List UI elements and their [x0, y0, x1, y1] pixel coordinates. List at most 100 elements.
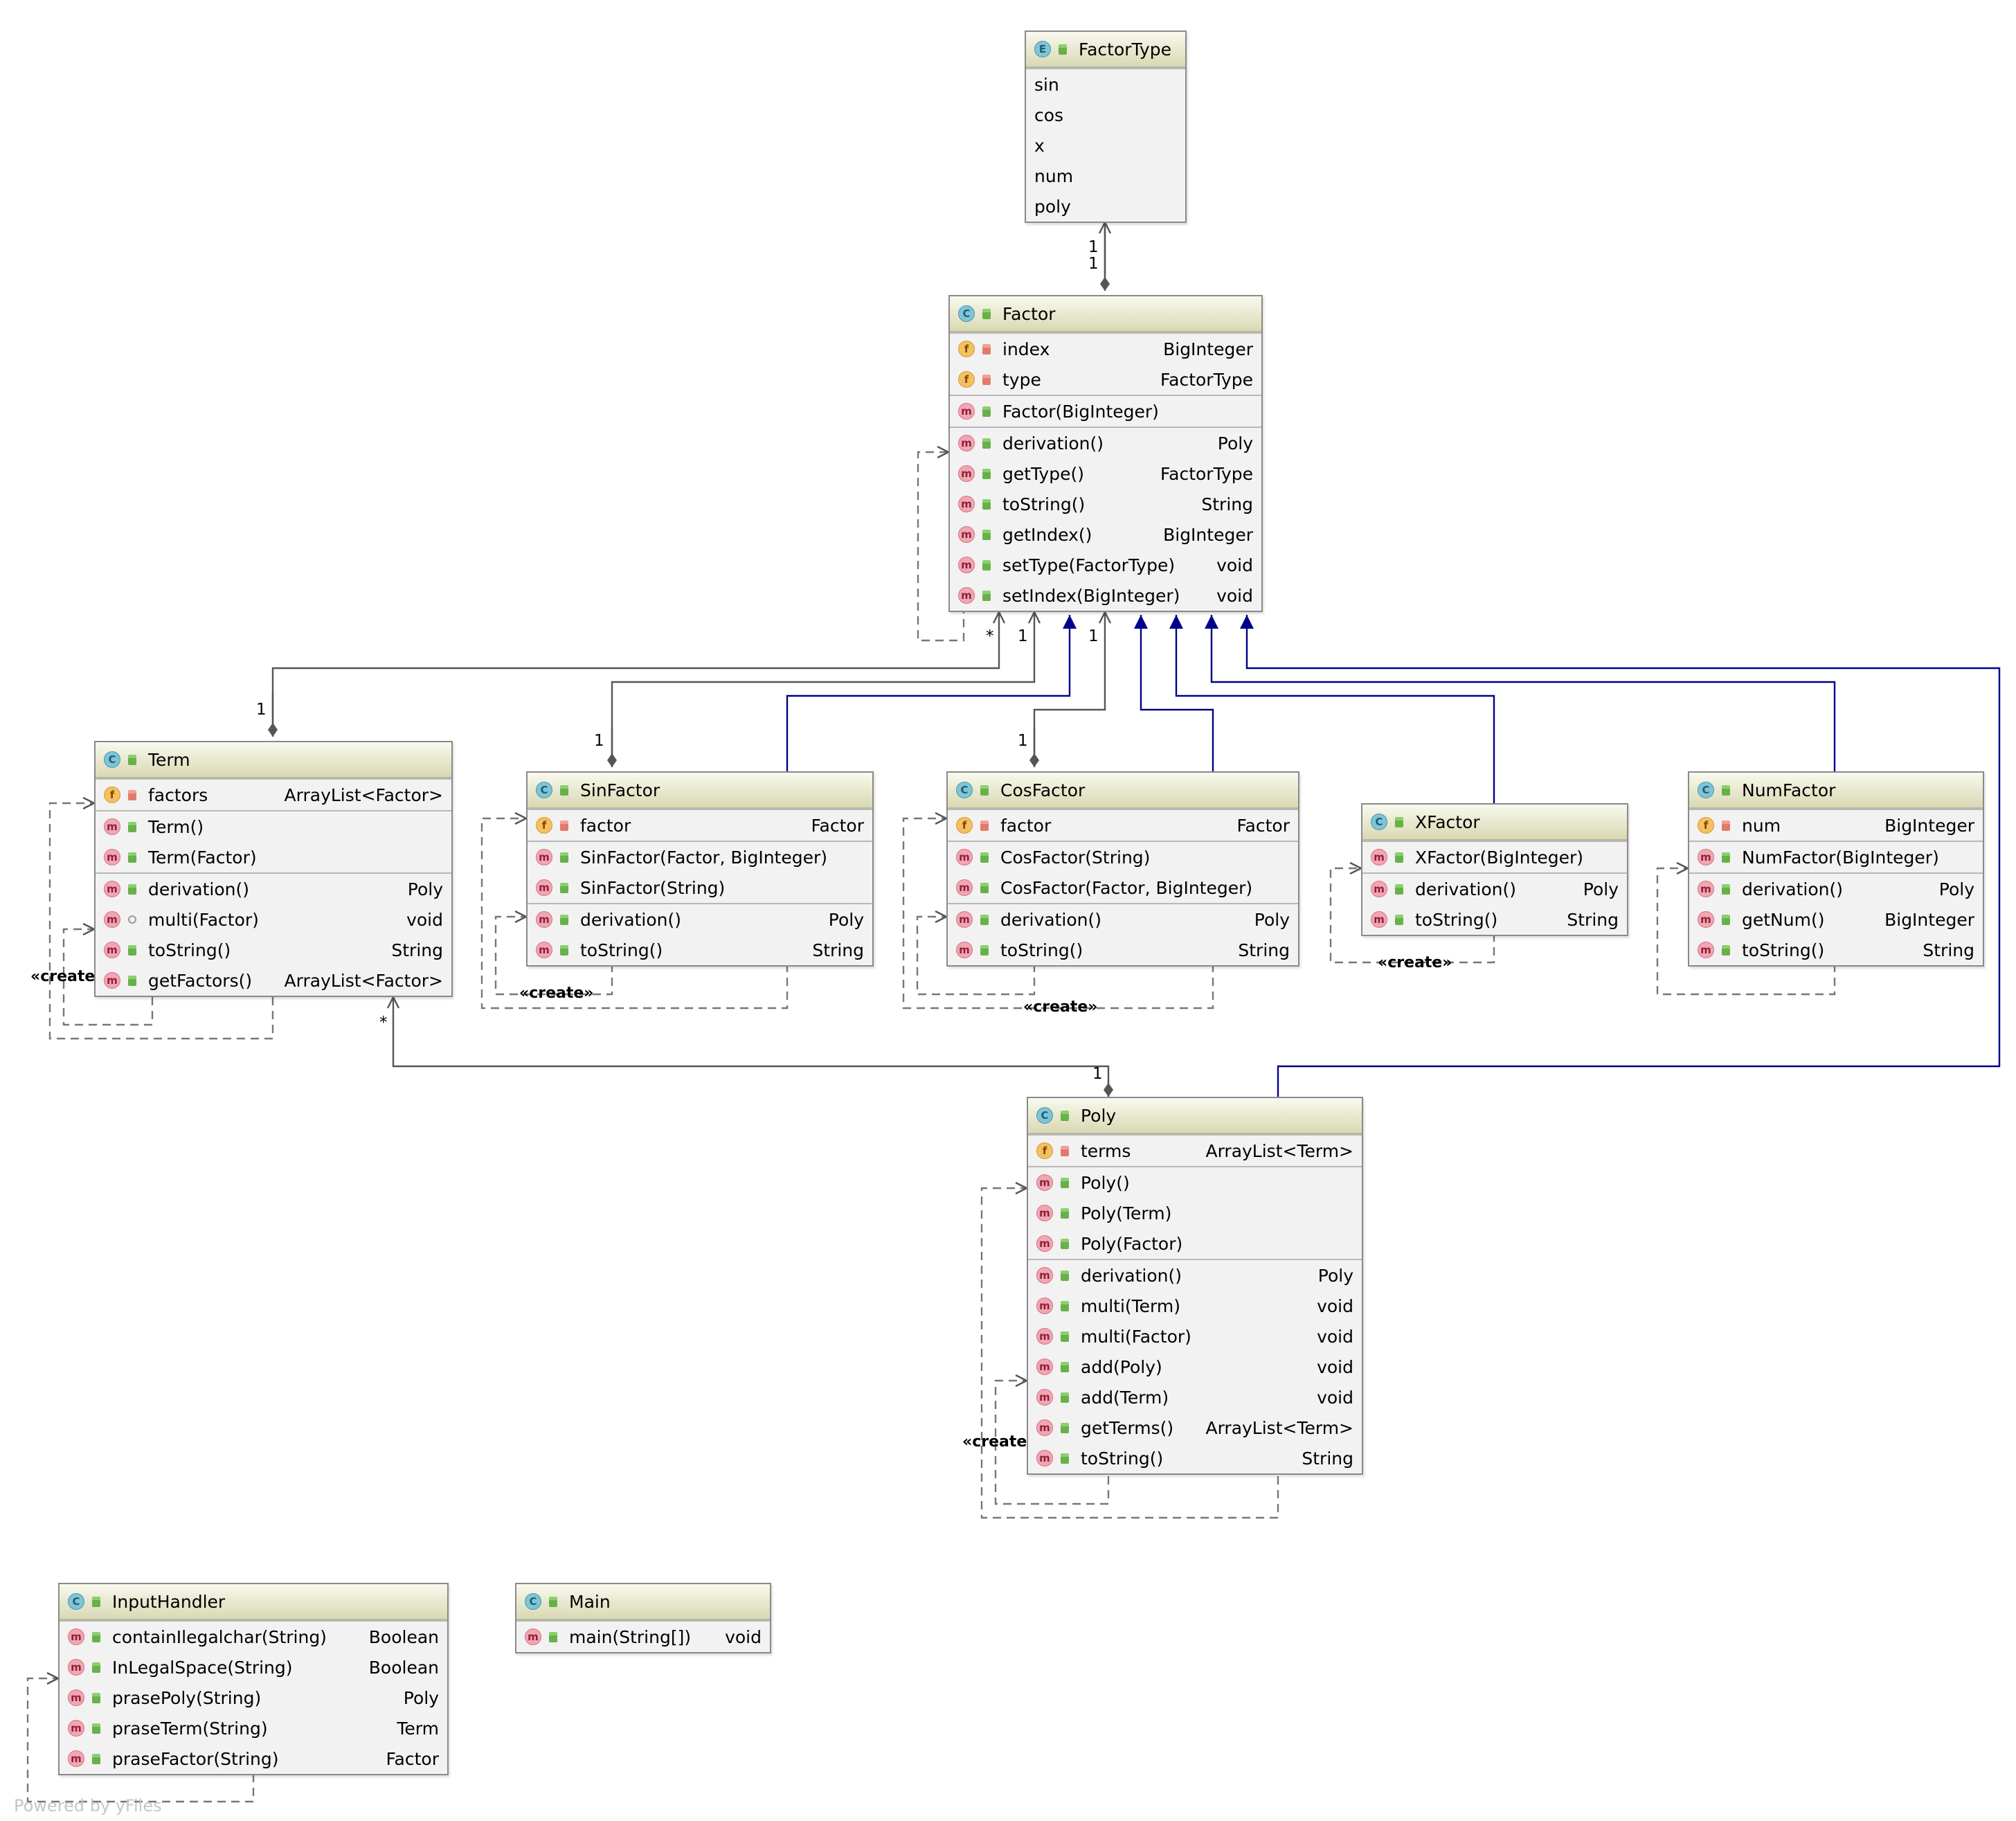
member-name: terms [1081, 1140, 1131, 1161]
class-name: XFactor [1415, 811, 1480, 832]
enum-constant-row[interactable]: cos [1026, 100, 1185, 130]
method-icon: m [1036, 1298, 1053, 1314]
mult-sin-1: 1 [594, 732, 604, 750]
method-icon: m [1371, 911, 1387, 928]
enum-constant-row[interactable]: poly [1026, 191, 1185, 222]
member-name: getIndex() [1002, 524, 1092, 545]
member-type: Poly [1583, 879, 1619, 899]
member-type: Factor [811, 815, 864, 836]
enum-constant-row[interactable]: sin [1026, 69, 1185, 100]
field-icon: f [1036, 1142, 1053, 1159]
member-type: String [1302, 1448, 1353, 1469]
member-type: Poly [1254, 909, 1290, 930]
public-visibility-icon [980, 528, 993, 541]
member-name: main(String[]) [569, 1626, 692, 1647]
member-type: Boolean [368, 1657, 439, 1678]
public-visibility-icon [1393, 882, 1405, 896]
method-icon: m [958, 526, 975, 543]
mult-cos-1: 1 [1018, 732, 1028, 750]
public-visibility-icon [90, 1752, 102, 1766]
enum-constant-row[interactable]: num [1026, 161, 1185, 191]
member-type: void [725, 1626, 762, 1647]
member-type: Boolean [368, 1626, 439, 1647]
public-visibility-icon [126, 850, 138, 864]
enum-constant-row[interactable]: x [1026, 130, 1185, 161]
private-lock-icon [980, 373, 993, 386]
